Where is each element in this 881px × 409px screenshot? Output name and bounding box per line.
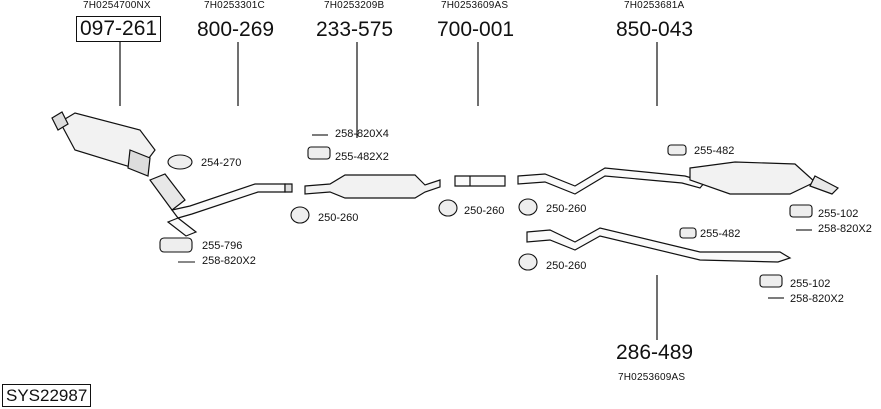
part-number-700-001[interactable]: 700-001 (437, 18, 515, 41)
accessory-label[interactable]: 258-820X2 (202, 255, 256, 267)
tail-pipe (526, 227, 792, 263)
part-number-233-575[interactable]: 233-575 (316, 18, 394, 41)
hanger-icon (759, 274, 783, 288)
part-number-097-261[interactable]: 097-261 (76, 16, 162, 42)
hanger-icon (789, 204, 813, 218)
clamp-icon (438, 199, 458, 217)
oem-code: 7H0253681A (624, 0, 685, 11)
accessory-label[interactable]: 255-482 (694, 145, 735, 157)
clamp-icon (518, 253, 538, 271)
hanger-icon (307, 146, 331, 160)
accessory-label[interactable]: 250-260 (318, 212, 359, 224)
centre-silencer (304, 174, 441, 199)
accessory-label[interactable]: 255-482 (700, 228, 741, 240)
oem-code: 7H0254700NX (83, 0, 151, 11)
accessory-label[interactable]: 250-260 (464, 205, 505, 217)
accessory-label[interactable]: 250-260 (546, 260, 587, 272)
clamp-icon (518, 198, 538, 216)
accessory-label[interactable]: 258-820X4 (335, 128, 389, 140)
part-number-850-043[interactable]: 850-043 (616, 18, 694, 41)
accessory-label[interactable]: 258-820X2 (818, 223, 872, 235)
accessory-label[interactable]: 255-482X2 (335, 151, 389, 163)
front-pipe (149, 173, 293, 237)
accessory-label[interactable]: 255-102 (818, 208, 859, 220)
oem-code: 7H0253209B (324, 0, 385, 11)
accessory-label[interactable]: 254-270 (201, 157, 242, 169)
clamp-icon (290, 206, 310, 224)
intermediate-pipe (454, 175, 506, 187)
clamp-icon (167, 154, 193, 170)
hanger-icon (679, 227, 697, 239)
oem-code: 7H0253609AS (618, 372, 686, 383)
oem-code: 7H0253301C (204, 0, 265, 11)
part-number-286-489[interactable]: 286-489 (616, 341, 694, 364)
oem-code: 7H0253609AS (441, 0, 509, 11)
accessory-label[interactable]: 258-820X2 (790, 293, 844, 305)
diesel-particulate-filter (51, 111, 156, 177)
hanger-icon (667, 144, 687, 156)
part-number-800-269[interactable]: 800-269 (197, 18, 275, 41)
accessory-label[interactable]: 250-260 (546, 203, 587, 215)
rear-silencer-assembly (517, 161, 840, 195)
accessory-label[interactable]: 255-102 (790, 278, 831, 290)
system-id-badge: SYS22987 (2, 384, 92, 407)
hanger-icon (159, 237, 193, 253)
accessory-label[interactable]: 255-796 (202, 240, 243, 252)
